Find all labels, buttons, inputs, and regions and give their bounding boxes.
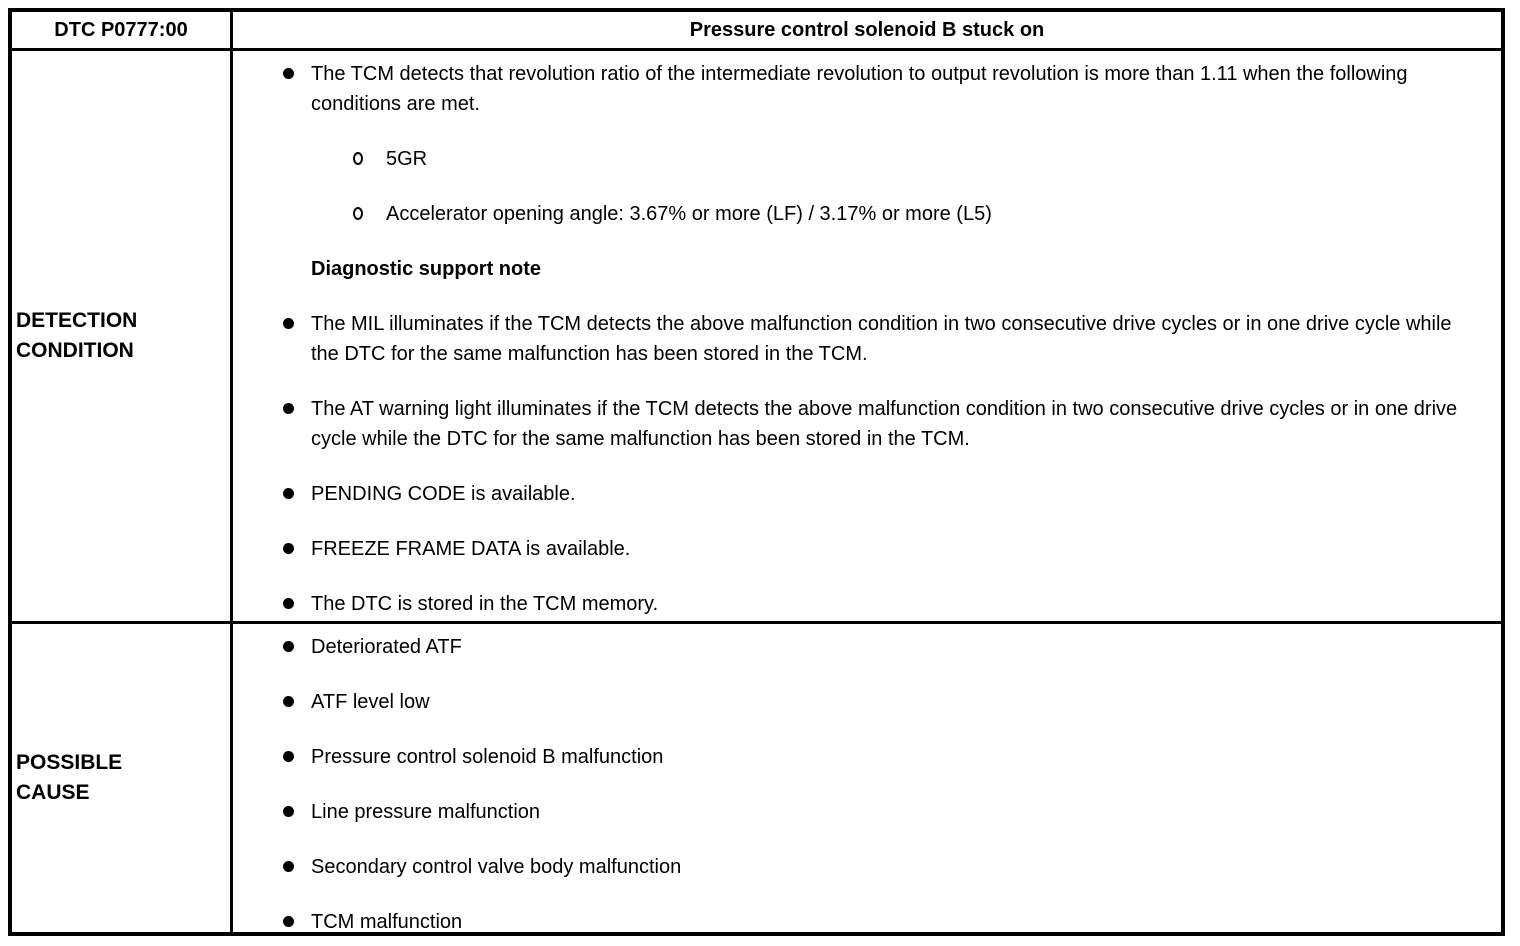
bullet-icon: [283, 589, 311, 619]
list-item: ATF level low: [233, 687, 1501, 717]
list-item-text: Line pressure malfunction: [311, 801, 541, 823]
list-item: The DTC is stored in the TCM memory.: [233, 589, 1501, 619]
list-item-text: 5GR: [386, 148, 428, 170]
list-item: The TCM detects that revolution ratio of…: [233, 59, 1501, 119]
circle-icon: [353, 199, 386, 229]
bullet-icon: [283, 687, 311, 717]
bullet-icon: [283, 59, 311, 119]
bullet-icon: [283, 742, 311, 772]
bullet-icon: [283, 479, 311, 509]
list-item-text: PENDING CODE is available.: [311, 483, 576, 505]
list-item-text: Secondary control valve body malfunction: [311, 856, 682, 878]
bullet-icon: [283, 797, 311, 827]
list-item: TCM malfunction: [233, 907, 1501, 932]
possible-cause-content: Deteriorated ATF ATF level low Pressure …: [233, 624, 1501, 932]
dtc-info-table: DTC P0777:00 Pressure control solenoid B…: [8, 8, 1505, 936]
bullet-icon: [283, 632, 311, 662]
list-item: Secondary control valve body malfunction: [233, 852, 1501, 882]
list-item: Line pressure malfunction: [233, 797, 1501, 827]
list-item-text: The DTC is stored in the TCM memory.: [311, 593, 659, 615]
detection-condition-label: DETECTION CONDITION: [12, 51, 233, 624]
list-item: Pressure control solenoid B malfunction: [233, 742, 1501, 772]
detection-condition-content: The TCM detects that revolution ratio of…: [233, 51, 1501, 624]
circle-icon: [353, 144, 386, 174]
list-item-text: Pressure control solenoid B malfunction: [311, 746, 664, 768]
list-item: The AT warning light illuminates if the …: [233, 394, 1501, 454]
list-item-text: TCM malfunction: [311, 911, 463, 932]
dtc-title-cell: Pressure control solenoid B stuck on: [233, 12, 1501, 51]
bullet-icon: [283, 394, 311, 454]
list-item: 5GR: [233, 144, 1501, 174]
bullet-icon: [283, 534, 311, 564]
possible-cause-label: POSSIBLE CAUSE: [12, 624, 233, 932]
list-item: FREEZE FRAME DATA is available.: [233, 534, 1501, 564]
list-item-text: The MIL illuminates if the TCM detects t…: [311, 313, 1452, 365]
list-item-text: The TCM detects that revolution ratio of…: [311, 63, 1408, 115]
bullet-icon: [283, 309, 311, 369]
bullet-icon: [283, 852, 311, 882]
list-item: PENDING CODE is available.: [233, 479, 1501, 509]
dtc-code-cell: DTC P0777:00: [12, 12, 233, 51]
list-item-text: Accelerator opening angle: 3.67% or more…: [386, 203, 992, 225]
list-item: Deteriorated ATF: [233, 632, 1501, 662]
list-item-text: Deteriorated ATF: [311, 636, 462, 658]
list-item: The MIL illuminates if the TCM detects t…: [233, 309, 1501, 369]
list-item-text: ATF level low: [311, 691, 430, 713]
list-item: Accelerator opening angle: 3.67% or more…: [233, 199, 1501, 229]
list-item-text: FREEZE FRAME DATA is available.: [311, 538, 631, 560]
bullet-icon: [283, 907, 311, 932]
list-item-text: The AT warning light illuminates if the …: [311, 398, 1458, 450]
diagnostic-support-note-heading: Diagnostic support note: [311, 258, 541, 280]
